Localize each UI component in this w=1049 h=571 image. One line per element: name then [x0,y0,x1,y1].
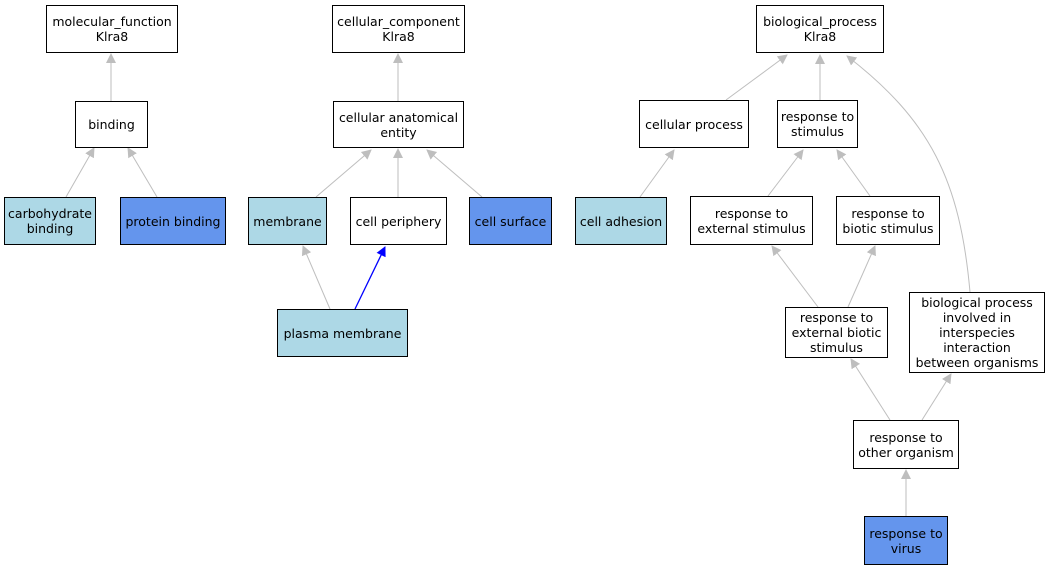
node-response-other-organism: response to other organism [853,420,959,469]
node-cellular-anatomical-entity: cellular anatomical entity [333,101,464,148]
edge-cp-bp [725,54,788,101]
node-response-to-stimulus: response to stimulus [777,100,858,148]
node-binding: binding [75,101,148,148]
node-plasma-membrane: plasma membrane [277,309,408,357]
edge-biotic-rts [836,149,871,197]
edge-pm-membrane [301,245,331,310]
edge-membrane-cae [315,149,372,198]
node-response-biotic-stimulus: response to biotic stimulus [836,196,940,245]
edge-carb-binding [65,147,95,198]
node-molecular-function: molecular_function Klra8 [46,5,178,53]
edge-ext-rts [767,149,804,197]
edge-other-interspecies [921,373,952,421]
node-membrane: membrane [248,197,327,245]
node-carbohydrate-binding: carbohydrate binding [4,197,96,245]
node-cell-adhesion: cell adhesion [575,197,667,245]
node-cellular-component: cellular_component Klra8 [332,5,465,53]
node-cellular-process: cellular process [639,100,749,148]
edge-adhesion-cp [639,149,675,198]
edge-interspecies-bp [846,55,971,293]
edge-pm-periphery [354,246,386,310]
edge-protein-binding [127,147,158,198]
node-protein-binding: protein binding [120,197,226,245]
node-bp-interspecies-interaction: biological process involved in interspec… [909,292,1045,373]
edge-surface-cae [426,149,483,198]
node-response-external-stimulus: response to external stimulus [690,196,813,245]
node-cell-surface: cell surface [469,197,552,245]
node-response-to-virus: response to virus [864,516,948,565]
edge-other-extbiotic [850,358,891,421]
node-cell-periphery: cell periphery [350,197,447,245]
edge-extbiotic-biotic [847,245,876,308]
node-response-external-biotic-stimulus: response to external biotic stimulus [785,307,888,358]
node-biological-process: biological_process Klra8 [756,5,884,53]
edge-extbiotic-ext [771,245,819,308]
